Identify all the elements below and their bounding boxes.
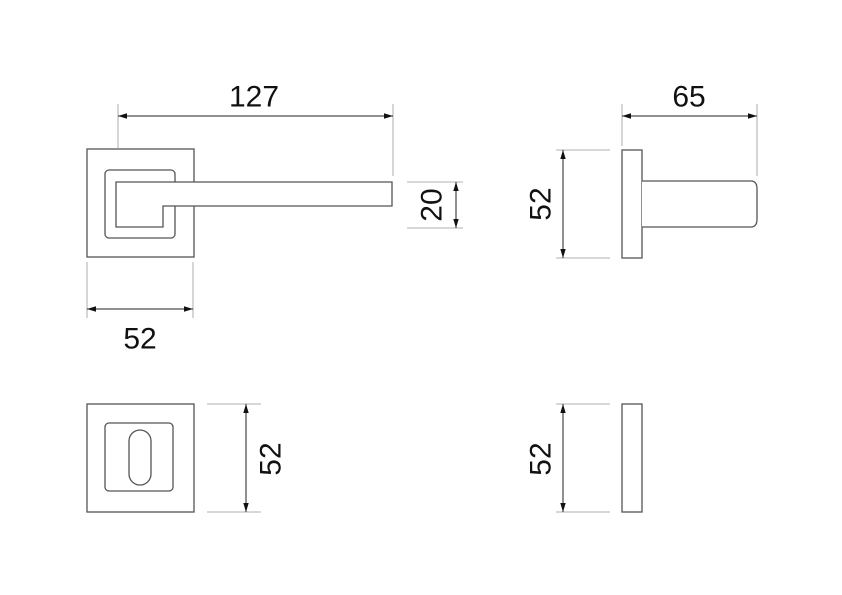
handle-front-view <box>86 148 393 258</box>
dimension-52-escutcheon: 52 <box>207 403 288 513</box>
dimension-label: 20 <box>416 188 449 221</box>
escutcheon-side-view <box>621 403 643 513</box>
dimension-label: 52 <box>525 187 558 220</box>
rose-side <box>621 149 643 259</box>
dimension-52-escutcheon-side: 52 <box>525 403 610 513</box>
dimension-label: 127 <box>229 81 279 114</box>
lever <box>115 181 393 228</box>
escutcheon-side <box>621 403 643 513</box>
dimension-label: 65 <box>672 81 705 114</box>
handle-side-view <box>621 149 758 259</box>
dimension-65: 65 <box>621 81 758 176</box>
dimension-52-side: 52 <box>525 149 610 259</box>
keyhole-slot <box>128 429 152 486</box>
dimension-20: 20 <box>407 181 463 229</box>
dimension-127: 127 <box>117 81 394 176</box>
dimension-label: 52 <box>123 323 156 356</box>
dimension-label: 52 <box>255 442 288 475</box>
spindle-lever-side <box>642 180 758 228</box>
escutcheon-front-view <box>86 403 195 513</box>
dimension-label: 52 <box>525 442 558 475</box>
dimension-52-rose-width: 52 <box>86 262 194 356</box>
